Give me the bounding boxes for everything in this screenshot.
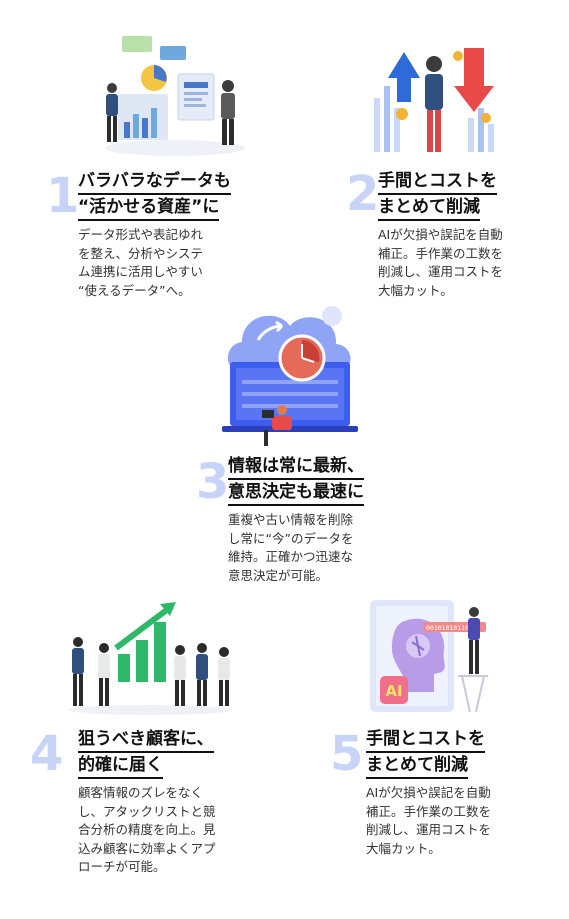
item-2-title-line-1: 手間とコストを	[378, 170, 497, 195]
item-1-title-line-2: “活かせる資産”に	[78, 196, 220, 221]
item-2-title: 手間とコストを まとめて削減	[378, 170, 497, 222]
item-3-title-line-2: 意思決定も最速に	[228, 481, 364, 506]
item-5-title-line-2: まとめて削減	[366, 754, 468, 779]
item-4-title-line-1: 狙うべき顧客に、	[78, 728, 214, 753]
item-3-title: 情報は常に最新、 意思決定も最速に	[228, 455, 364, 507]
item-4-number: 4	[30, 726, 64, 782]
data-analysis-illustration	[100, 30, 250, 160]
item-4-title-line-2: 的確に届く	[78, 754, 163, 779]
realtime-update-illustration	[220, 300, 360, 450]
item-5-number: 5	[330, 726, 364, 782]
ai-illustration: AI 0010101011011	[362, 592, 492, 717]
item-2-description: AIが欠損や誤記を自動 補正。手作業の工数を 削減し、運用コストを 大幅カット。	[378, 227, 504, 298]
cost-reduction-illustration	[368, 38, 508, 158]
item-1-number: 1	[46, 168, 80, 224]
item-5-title-line-1: 手間とコストを	[366, 728, 485, 753]
item-2-number: 2	[346, 166, 380, 222]
item-2-title-line-2: まとめて削減	[378, 196, 480, 221]
item-3-number: 3	[196, 454, 230, 510]
item-4-title: 狙うべき顧客に、 的確に届く	[78, 728, 214, 780]
item-3-title-line-1: 情報は常に最新、	[228, 455, 364, 480]
item-1-title: バラバラなデータも “活かせる資産”に	[78, 170, 231, 222]
item-1-description: データ形式や表記ゆれ を整え、分析やシステ ム連携に活用しやすい “使えるデータ…	[78, 227, 204, 298]
ai-chip-label: AI	[385, 682, 402, 700]
binary-code-text: 0010101011011	[426, 624, 477, 632]
item-3-description: 重複や古い情報を削除 し常に“今”のデータを 維持。正確かつ迅速な 意思決定が可…	[228, 512, 354, 583]
item-1-title-line-1: バラバラなデータも	[78, 170, 231, 195]
target-customer-illustration	[60, 592, 240, 717]
item-4-description: 顧客情報のズレをなく し、アタックリストと競 合分析の精度を向上。見 込み顧客に…	[78, 785, 216, 874]
item-5-title: 手間とコストを まとめて削減	[366, 728, 485, 780]
item-5-description: AIが欠損や誤記を自動 補正。手作業の工数を 削減し、運用コストを 大幅カット。	[366, 785, 492, 856]
